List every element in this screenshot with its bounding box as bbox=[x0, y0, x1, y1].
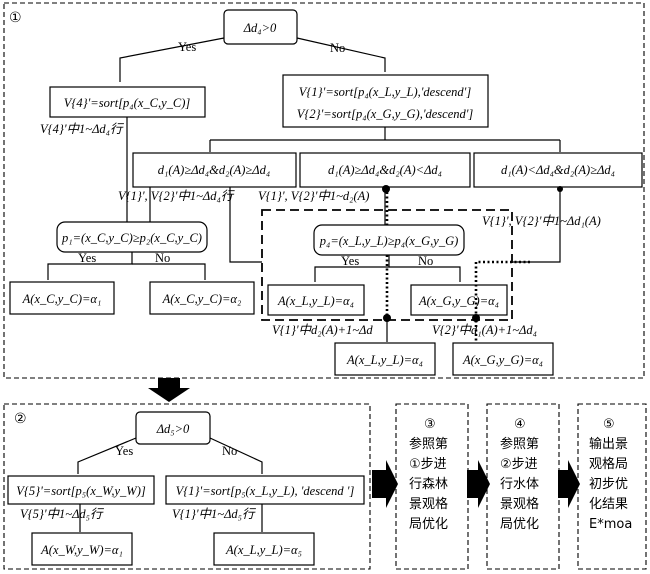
stage4-line-1: 参照第 bbox=[500, 436, 539, 452]
no-label-p1: No bbox=[155, 251, 170, 265]
v4-sort-box bbox=[49, 86, 206, 118]
alpha1-text: A(x_C,y_C)=α₁ bbox=[22, 292, 102, 306]
no-label-top: No bbox=[330, 41, 345, 55]
alpha1-w-box bbox=[31, 532, 133, 566]
stage3-line-1: 参照第 bbox=[409, 436, 448, 452]
v1-descend-text: V{1}'=sort[p₄(x_L,y_L),'descend'] bbox=[299, 85, 472, 99]
alpha4-gb-box bbox=[452, 342, 554, 376]
yes-label-p1: Yes bbox=[78, 251, 96, 265]
stage1-region bbox=[3, 2, 645, 379]
yes-label-p4: Yes bbox=[341, 254, 359, 268]
v5-sort-box bbox=[7, 475, 155, 505]
stage3-line-5: 局优化 bbox=[409, 517, 448, 532]
cond-delta-d4-box bbox=[223, 9, 298, 45]
alpha2-box bbox=[149, 281, 255, 315]
v5-sort-text: V{5}'=sort[p₅(x_W,y_W)] bbox=[16, 484, 146, 498]
note-v2-d1: V{2}'中d₁(A)+1~Δd₄ bbox=[432, 323, 537, 337]
edge-p4-yes bbox=[314, 255, 390, 282]
alpha1-w-text: A(x_W,y_W)=α₁ bbox=[40, 543, 123, 557]
cond-c-text: d₁(A)<Δd₄&d₂(A)≥Δd₄ bbox=[501, 163, 615, 177]
edge-p1-yes bbox=[47, 252, 133, 280]
alpha4-gb-text: A(x_G,y_G)=α₄ bbox=[462, 353, 543, 367]
alpha4-l-box bbox=[267, 284, 365, 316]
condb-junction-dot bbox=[382, 185, 390, 193]
v5-note: V{5}'中1~Δd₅行 bbox=[20, 507, 105, 521]
edge-conda-to-region bbox=[229, 187, 262, 263]
stage4-line-5: 局优化 bbox=[500, 517, 539, 532]
cond-a-box bbox=[132, 152, 297, 188]
stage3-line-3: 行森林 bbox=[409, 477, 448, 492]
edge-d5-yes bbox=[77, 437, 137, 474]
right-arrow-4-to-5 bbox=[558, 460, 580, 508]
v2-descend-text: V{2}'=sort[p₄(x_G,y_G),'descend'] bbox=[297, 107, 474, 121]
alpha4-g-box bbox=[410, 284, 508, 316]
stage1-marker: ① bbox=[9, 10, 22, 26]
stage3-region bbox=[395, 403, 469, 570]
alpha2-text: A(x_C,y_C)=α₂ bbox=[162, 292, 242, 306]
cond-a-text: d₁(A)≥Δd₄&d₂(A)≥Δd₄ bbox=[158, 163, 270, 177]
down-arrow-stage1-to-2 bbox=[148, 378, 190, 402]
stage4-marker: ④ bbox=[514, 417, 526, 432]
v4-note: V{4}'中1~Δd₄行 bbox=[40, 122, 125, 136]
no-label-d5: No bbox=[222, 444, 237, 458]
yes-label-d5: Yes bbox=[115, 444, 133, 458]
alpha5-l-text: A(x_L,y_L)=α₅ bbox=[225, 543, 302, 557]
alpha4-lb-box bbox=[334, 342, 436, 376]
stage4-line-3: 行水体 bbox=[500, 477, 539, 492]
stage5-line-2: 观格局 bbox=[589, 456, 628, 472]
edge-top-no bbox=[296, 37, 386, 72]
edge-d5-no bbox=[209, 437, 263, 474]
stage5-marker: ⑤ bbox=[603, 417, 615, 432]
cond-delta-d5-text: Δd₅>0 bbox=[156, 422, 190, 436]
v1-sort-box bbox=[165, 475, 365, 505]
stage2-marker: ② bbox=[14, 411, 27, 427]
stage4-line-4: 景观格 bbox=[500, 496, 539, 512]
cond-delta-d5-box bbox=[135, 411, 211, 445]
note-v12-b: V{1}', V{2}'中1~d₂(A) bbox=[258, 189, 369, 203]
p4-cond-text: p₄=(x_L,y_L)≥p₄(x_G,y_G) bbox=[319, 234, 459, 248]
stage3-line-4: 景观格 bbox=[409, 496, 448, 512]
stage2-region bbox=[3, 403, 371, 570]
note-v12-a: V{1}', V{2}'中1~Δd₄行 bbox=[118, 189, 236, 203]
note-v2-c: V{1}', V{2}'中1~Δd₁(A) bbox=[482, 214, 601, 228]
stage5-line-4: 化结果 bbox=[589, 497, 628, 512]
cond-b-text: d₁(A)≥Δd₄&d₂(A)<Δd₄ bbox=[328, 163, 442, 177]
alpha4-g-text: A(x_G,y_G)=α₄ bbox=[418, 294, 499, 308]
yes-label-top: Yes bbox=[178, 40, 196, 54]
edge-top-yes bbox=[119, 37, 225, 82]
cond-delta-d4-text: Δd₄>0 bbox=[243, 21, 277, 35]
alpha5-l-box bbox=[213, 532, 315, 566]
alpha1-box bbox=[9, 281, 115, 315]
stage4-region bbox=[486, 403, 560, 570]
right-arrow-2-to-3 bbox=[372, 460, 398, 508]
stage5-region bbox=[577, 403, 647, 570]
p1-cond-text: p₁=(x_C,y_C)≥p₂(x_C,y_C) bbox=[61, 231, 202, 245]
alpha4-lb-text: A(x_L,y_L)=α₄ bbox=[346, 353, 423, 367]
alpha4-l-text: A(x_L,y_L)=α₄ bbox=[277, 294, 354, 308]
v4-sort-text: V{4}'=sort[p₄(x_C,y_C)] bbox=[64, 96, 191, 110]
note-v1-d2: V{1}'中d₂(A)+1~Δd bbox=[272, 323, 373, 337]
stage3-marker: ③ bbox=[424, 417, 436, 432]
junction-dot-g bbox=[472, 314, 480, 322]
stage5-line-5: E*moa bbox=[589, 517, 632, 532]
edge-p4-no bbox=[389, 266, 461, 282]
v1-note: V{1}'中1~Δd₅行 bbox=[172, 507, 257, 521]
edge-p1-no bbox=[132, 263, 206, 280]
stage5-line-3: 初步优 bbox=[589, 477, 628, 492]
stage4-line-2: ②步进 bbox=[500, 457, 538, 472]
v1-sort-text: V{1}'=sort[p₅(x_L,y_L), 'descend '] bbox=[176, 484, 355, 498]
stage5-line-1: 输出景 bbox=[589, 436, 628, 452]
stage3-line-2: ①步进 bbox=[409, 457, 447, 472]
right-arrow-3-to-4 bbox=[467, 460, 490, 508]
no-label-p4: No bbox=[418, 254, 433, 268]
